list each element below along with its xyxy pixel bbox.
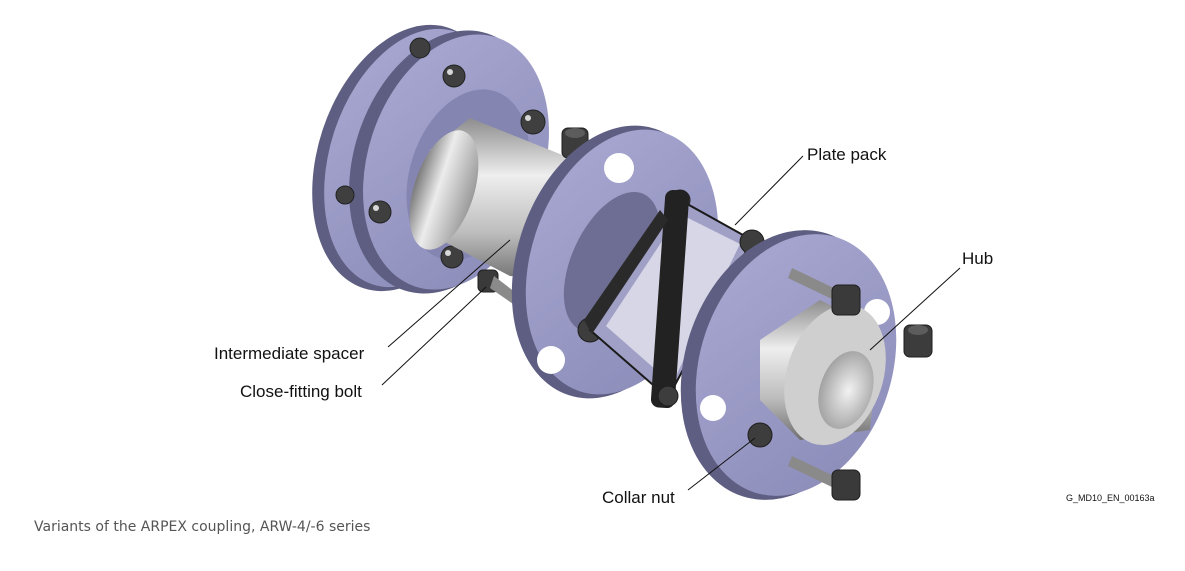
hub-bore — [818, 351, 874, 429]
bolt-head — [335, 185, 355, 205]
label-close-fitting-bolt: Close-fitting bolt — [240, 382, 362, 401]
leader-collar-nut — [687, 437, 756, 491]
label-intermediate-spacer: Intermediate spacer — [214, 344, 365, 363]
bolt-head — [368, 200, 392, 224]
leader-intermediate-spacer — [387, 239, 511, 348]
bolt-head — [409, 37, 431, 59]
bolt-head — [442, 64, 466, 88]
hub-bolt-lower — [788, 456, 861, 501]
leader-close-fitting-bolt — [381, 286, 487, 386]
leader-lines — [381, 155, 961, 491]
leader-plate-pack — [734, 155, 804, 226]
figure-caption: Variants of the ARPEX coupling, ARW-4/-6… — [34, 519, 371, 535]
bolt-head — [520, 109, 546, 135]
plate-pack — [584, 189, 765, 409]
left-flange-bolts — [335, 37, 546, 269]
leader-hub — [869, 267, 961, 351]
label-collar-nut: Collar nut — [602, 488, 675, 507]
hub-bolt-upper — [788, 268, 861, 316]
figure-id: G_MD10_EN_00163a — [1066, 493, 1155, 503]
label-plate-pack: Plate pack — [807, 145, 887, 164]
label-hub: Hub — [962, 249, 994, 268]
loose-nut-right — [903, 324, 933, 358]
